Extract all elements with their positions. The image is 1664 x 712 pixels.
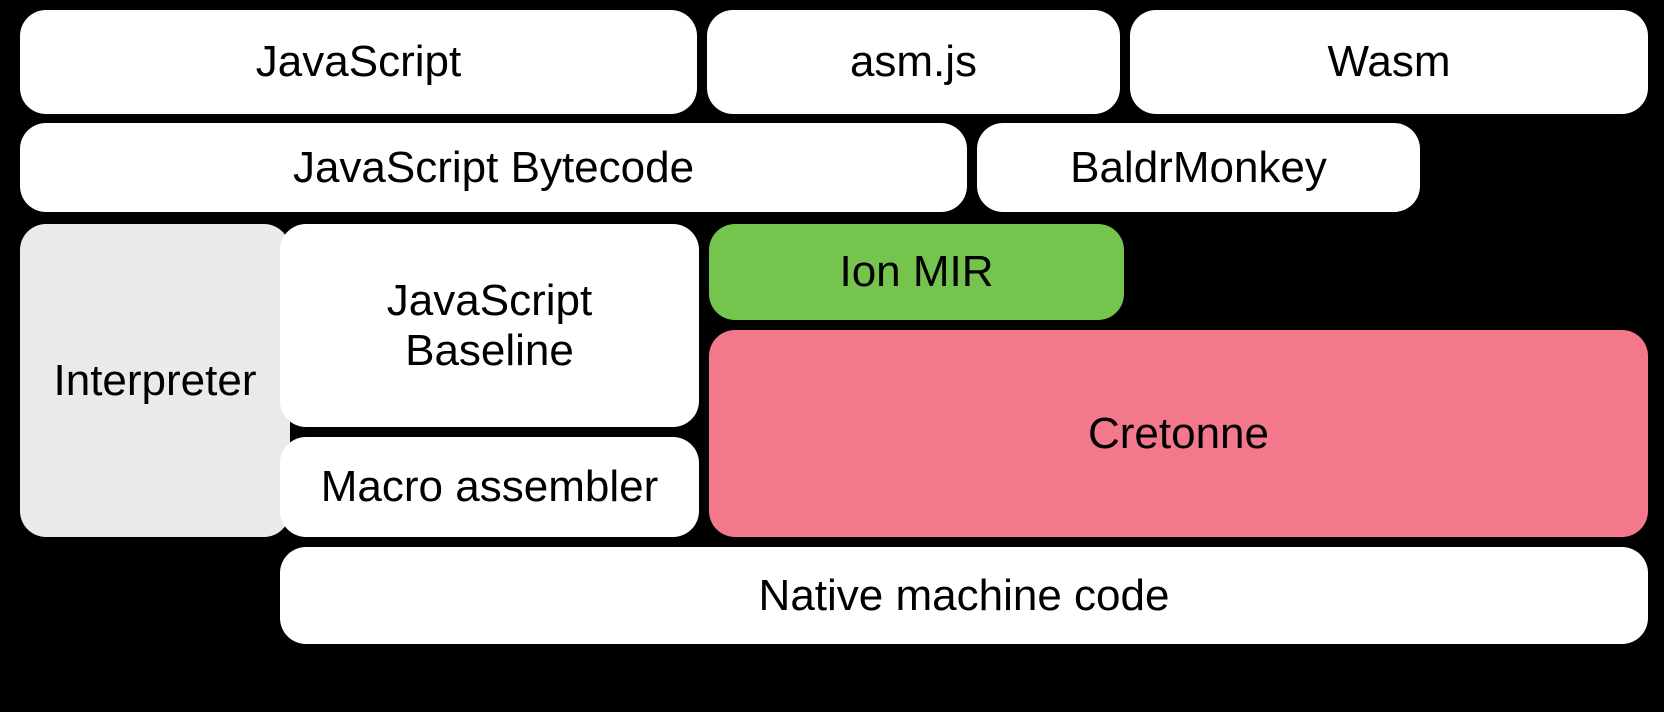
node-wasm[interactable]: Wasm	[1130, 10, 1648, 114]
node-javascript-bytecode[interactable]: JavaScript Bytecode	[20, 123, 967, 212]
node-ion-mir[interactable]: Ion MIR	[709, 224, 1124, 320]
node-interpreter[interactable]: Interpreter	[20, 224, 290, 537]
node-javascript-baseline[interactable]: JavaScript Baseline	[280, 224, 699, 427]
node-cretonne[interactable]: Cretonne	[709, 330, 1648, 537]
node-macro-assembler[interactable]: Macro assembler	[280, 437, 699, 537]
node-baldrmonkey[interactable]: BaldrMonkey	[977, 123, 1420, 212]
node-javascript[interactable]: JavaScript	[20, 10, 697, 114]
node-asmjs[interactable]: asm.js	[707, 10, 1120, 114]
node-native-machine-code[interactable]: Native machine code	[280, 547, 1648, 644]
